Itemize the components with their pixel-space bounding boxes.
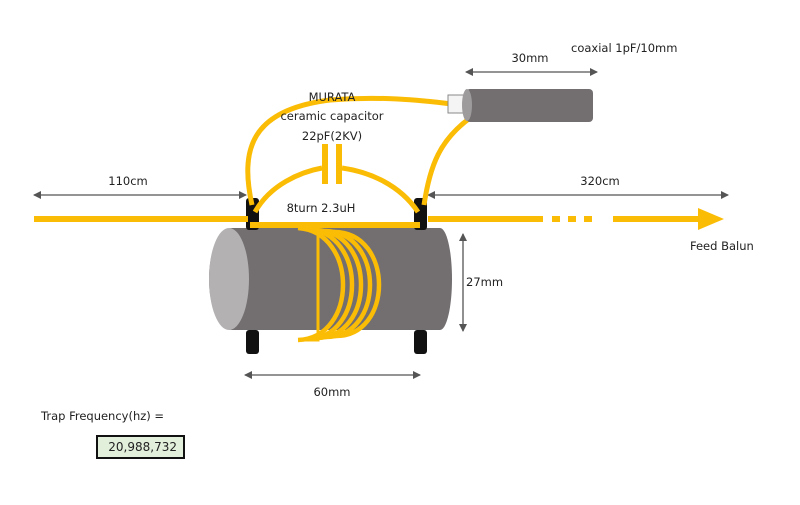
capacitor-symbol [322,144,342,184]
capacitor-label-brand: MURATA [309,90,356,104]
right-length-label: 320cm [580,174,619,188]
capacitor-label-value: 22pF(2KV) [302,129,362,143]
trap-frequency-value: 20,988,732 [96,435,185,459]
left-length-label: 110cm [108,174,147,188]
antenna-wire [34,216,700,228]
core-diameter-label: 27mm [466,275,503,289]
trap-frequency-label: Trap Frequency(hz) = [41,409,165,423]
coil-turn-edge [298,226,320,342]
capacitor-label-type: ceramic capacitor [280,109,383,123]
coaxial-cable [447,89,593,122]
right-bottom-leg [414,330,427,354]
coil-turn [315,227,364,341]
coil-turn [324,228,373,340]
coil-winding [297,225,382,343]
coil-turn [306,226,355,342]
coil-label: 8turn 2.3uH [287,201,356,215]
feed-arrow-head [698,208,724,230]
coax-leads [245,95,472,206]
feed-balun-label: Feed Balun [690,239,754,253]
coil-turn [333,229,382,339]
capacitor-leads [252,165,421,214]
core-length-label: 60mm [313,385,350,399]
coax-spec-label: coaxial 1pF/10mm [571,41,677,55]
coax-length-label: 30mm [511,51,548,65]
left-bottom-leg [246,330,259,354]
